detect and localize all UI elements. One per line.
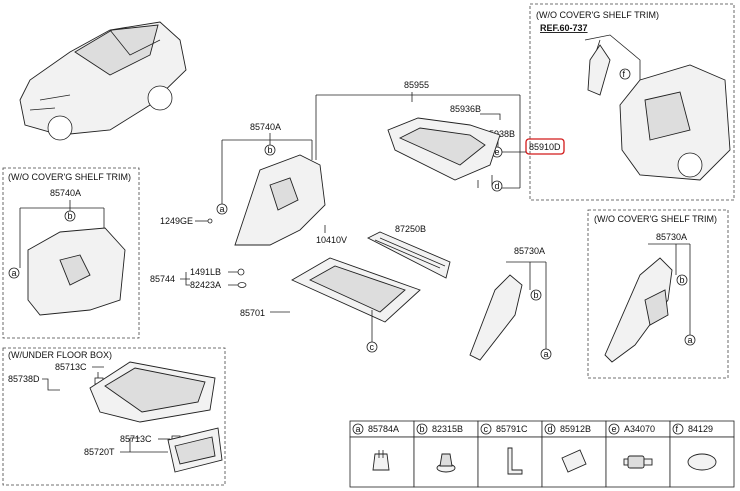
part-85744[interactable]: 85744 (150, 274, 175, 284)
legend-letter: f (676, 424, 679, 434)
part-85701[interactable]: 85701 (240, 308, 265, 318)
callout-letter-f: f (623, 69, 626, 79)
part-85938B[interactable]: 85938B (484, 129, 515, 139)
part-85936B[interactable]: 85936B (450, 104, 481, 114)
callout-letter-b-main: b (268, 145, 273, 155)
part-85730A[interactable]: 85730A (514, 246, 545, 256)
legend-cell-85912B[interactable]: d 85912B (541, 420, 607, 488)
legend-letter-circle (416, 423, 428, 435)
assembly-side-trim: 85730A b a (469, 246, 552, 361)
callout-letter-a-right: a (544, 349, 549, 359)
highlight-85910D[interactable] (525, 138, 565, 155)
inset-quarter-trim: (W/O COVER'G SHELF TRIM) 85740A b a (2, 167, 140, 339)
assembly-sill: 87250B (367, 224, 451, 279)
part-85713C-b[interactable]: 85713C (120, 434, 152, 444)
legend-cell-A34070[interactable]: e A34070 (605, 420, 671, 488)
callout-letter-c: c (370, 342, 375, 352)
bracket-icon (507, 447, 523, 475)
part-1249GE[interactable]: 1249GE (160, 216, 193, 226)
part-85738D[interactable]: 85738D (8, 374, 40, 384)
inset-title-underfloor: (W/UNDER FLOOR BOX) (8, 350, 112, 360)
inset-title-left: (W/O COVER'G SHELF TRIM) (8, 172, 131, 182)
callout-letter-d: d (495, 181, 500, 191)
callout-letter-e: e (495, 147, 500, 157)
assembly-quarter-trim: 85740A b a 1249GE 10410V 1491LB 82423A 8… (150, 122, 347, 290)
parts-legend-table: a 85784A b 82315B c 85791C d 85912B e A34070 f 8412… (349, 420, 735, 488)
inset-rear-car: (W/O COVER'G SHELF TRIM) REF.60-737 f (529, 3, 735, 201)
legend-code[interactable]: 82315B (432, 424, 463, 434)
callout-letter-a-main: a (220, 204, 225, 214)
pad-icon (561, 449, 587, 473)
legend-letter: b (420, 424, 425, 434)
legend-letter: a (356, 424, 361, 434)
legend-letter-circle (352, 423, 364, 435)
callout-letter-a: a (12, 268, 17, 278)
legend-code[interactable]: 85784A (368, 424, 399, 434)
legend-cell-84129[interactable]: f 84129 (669, 420, 735, 488)
part-85955[interactable]: 85955 (404, 80, 429, 90)
part-85720T[interactable]: 85720T (84, 447, 115, 457)
legend-cell-82315B[interactable]: b 82315B (413, 420, 479, 488)
oval-plug-icon (687, 453, 717, 471)
legend-letter-circle (544, 423, 556, 435)
legend-code[interactable]: 85912B (560, 424, 591, 434)
part-85910D[interactable]: 85910D (529, 142, 561, 152)
legend-code[interactable]: A34070 (624, 424, 655, 434)
legend-cell-85784A[interactable]: a 85784A (349, 420, 415, 488)
legend-letter-circle (480, 423, 492, 435)
inset-title: (W/O COVER'G SHELF TRIM) (536, 10, 659, 20)
assembly-cover-shelf: 85955 85936B 85938B 85910D e d (315, 80, 565, 192)
inset-under-floor-box: (W/UNDER FLOOR BOX) 85713C 85738D 85713C… (2, 347, 226, 486)
part-85713C-a[interactable]: 85713C (55, 362, 87, 372)
legend-letter-circle (608, 423, 620, 435)
legend-code[interactable]: 85791C (496, 424, 528, 434)
part-82423A[interactable]: 82423A (190, 280, 221, 290)
legend-letter: d (548, 424, 553, 434)
grommet-icon (436, 453, 456, 473)
part-10410V[interactable]: 10410V (316, 235, 347, 245)
part-87250B[interactable]: 87250B (395, 224, 426, 234)
legend-cell-85791C[interactable]: c 85791C (477, 420, 543, 488)
assembly-floor: 85701 c (240, 257, 421, 353)
ref-link[interactable]: REF.60-737 (540, 23, 588, 33)
inset-title-right: (W/O COVER'G SHELF TRIM) (594, 214, 717, 224)
part-85730A-inset[interactable]: 85730A (656, 232, 687, 242)
callout-letter-b-right: b (534, 290, 539, 300)
clip-icon (372, 450, 390, 471)
part-85740A[interactable]: 85740A (250, 122, 281, 132)
part-85740A-inset[interactable]: 85740A (50, 188, 81, 198)
connector-icon (623, 455, 653, 469)
car-front-illustration (19, 21, 187, 141)
legend-letter-circle (672, 423, 684, 435)
callout-letter-b: b (68, 211, 73, 221)
inset-side-trim: (W/O COVER'G SHELF TRIM) 85730A b a (587, 209, 729, 379)
legend-code[interactable]: 84129 (688, 424, 713, 434)
legend-letter: c (484, 424, 489, 434)
callout-letter-b-inset: b (680, 275, 685, 285)
callout-letter-a-inset: a (688, 335, 693, 345)
part-1491LB[interactable]: 1491LB (190, 267, 221, 277)
legend-letter: e (612, 424, 617, 434)
